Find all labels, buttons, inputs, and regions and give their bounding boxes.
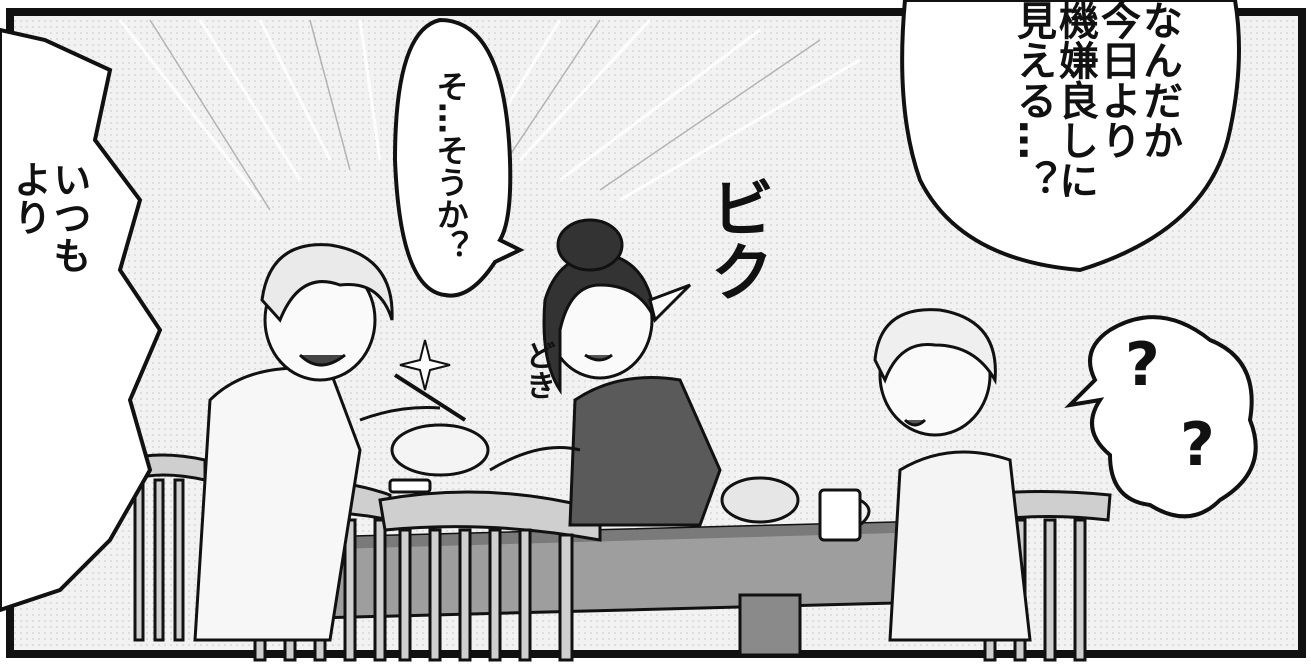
tableware [388,478,871,542]
sfx-biku: ビク [699,175,773,303]
sfx-question-2: ? [1180,410,1215,480]
question-cloud [1064,315,1258,519]
speech-bubble-right [900,0,1241,273]
boy-right [873,308,1032,642]
speed-lines [118,18,861,202]
man-left [193,243,490,642]
speech-bubble-center [392,17,525,298]
elf-woman [489,218,800,527]
sparkle-icon [399,339,451,391]
sfx-doki: どき [520,340,555,400]
speech-bubble-left [0,27,163,613]
speech-text-left: いつも より [6,160,91,274]
sfx-question-1: ? [1125,330,1160,400]
speech-text-right: なんだか 今日より 機嫌良しに 見える…？ [1010,0,1182,200]
chair-front-center [378,490,602,662]
speech-text-center: そ…そうか？ [431,70,470,262]
chair-back-left [123,453,207,642]
